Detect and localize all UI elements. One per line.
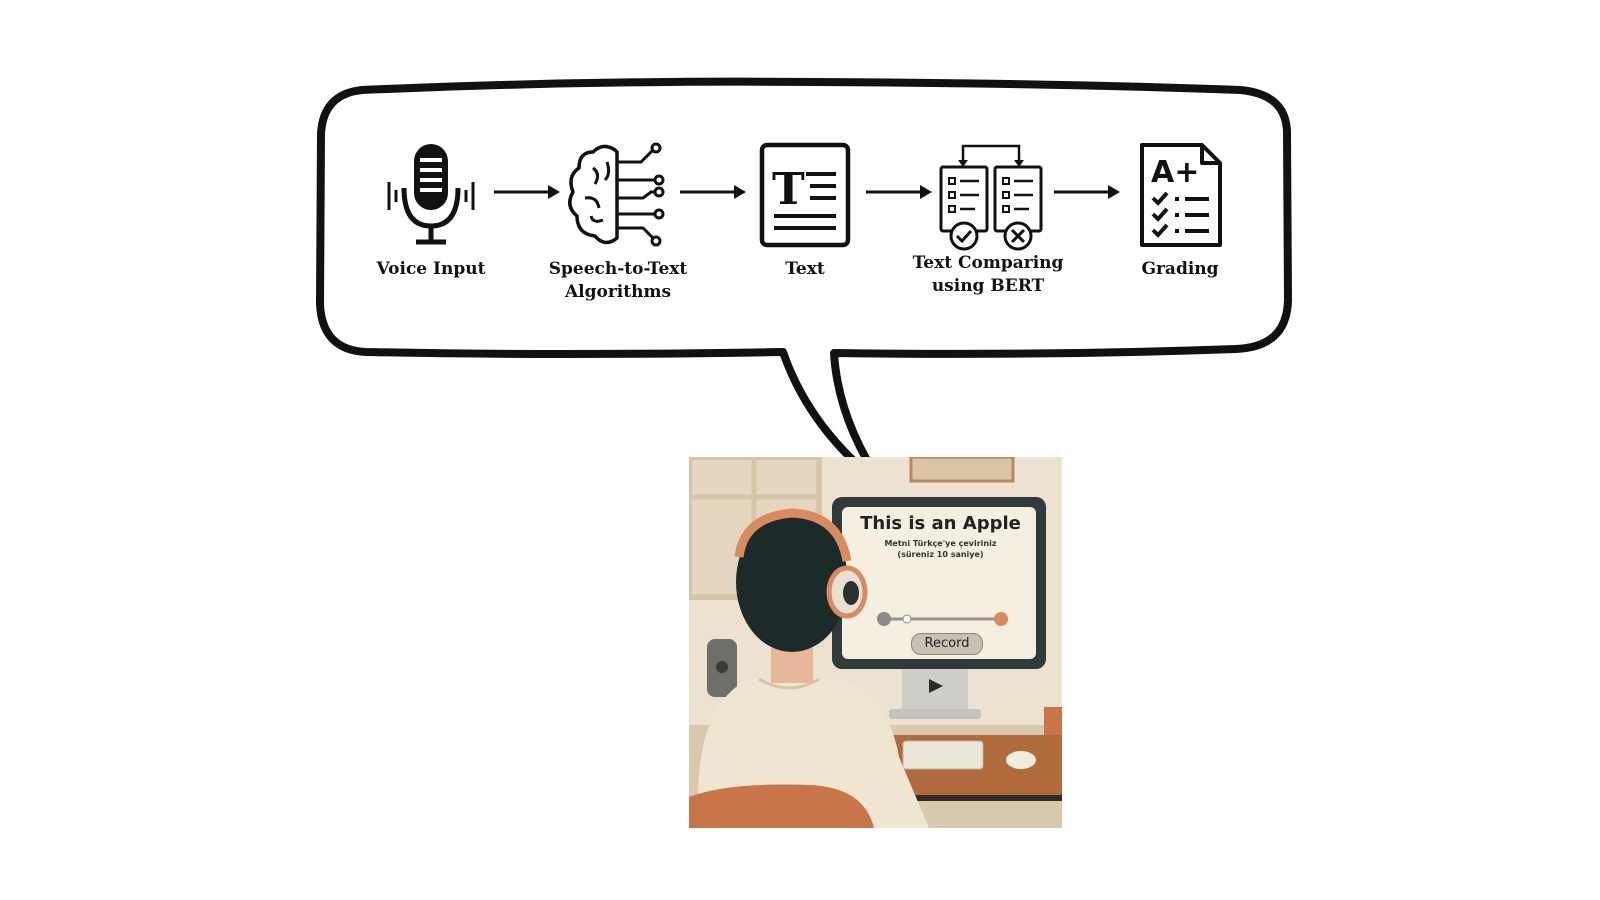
student-at-computer-illustration: This is an Apple Metni Türkçe'ye çevirin… bbox=[689, 457, 1062, 828]
step-label-line: using BERT bbox=[931, 276, 1045, 296]
step-speech-to-text: Speech-to-Text Algorithms bbox=[518, 140, 718, 304]
step-label-line: Speech-to-Text bbox=[548, 259, 688, 279]
compare-documents-icon bbox=[939, 144, 1043, 251]
microphone-icon bbox=[387, 144, 475, 245]
step-voice-input: Voice Input bbox=[331, 140, 531, 281]
screen-time-limit: (süreniz 10 saniye) bbox=[897, 550, 984, 559]
step-label: Text bbox=[785, 259, 825, 279]
record-button[interactable]: Record bbox=[911, 633, 983, 655]
step-label: Text Comparing using BERT bbox=[888, 252, 1088, 298]
step-label: Grading bbox=[1141, 259, 1219, 279]
brain-circuit-icon bbox=[568, 142, 665, 247]
step-text-comparing: Text Comparing using BERT bbox=[888, 140, 1088, 298]
right-arrow-icon bbox=[1054, 185, 1120, 199]
step-label-line: Text Comparing bbox=[912, 253, 1064, 273]
screen-instruction: Metni Türkçe'ye çeviriniz bbox=[884, 539, 997, 548]
svg-text:T: T bbox=[772, 164, 805, 215]
screen-title: This is an Apple bbox=[860, 513, 1021, 534]
grade-mark: A+ bbox=[1151, 155, 1199, 190]
scene-drawing bbox=[689, 457, 1062, 828]
step-label: Voice Input bbox=[376, 259, 486, 279]
right-arrow-icon bbox=[494, 185, 560, 199]
right-arrow-icon bbox=[866, 185, 932, 199]
graded-checklist-icon: A+ bbox=[1140, 143, 1222, 247]
step-text: T Text bbox=[705, 140, 905, 281]
step-label-line: Algorithms bbox=[564, 282, 672, 302]
text-document-icon: T bbox=[759, 142, 851, 248]
step-label: Speech-to-Text Algorithms bbox=[518, 258, 718, 304]
step-grading: A+ Grading bbox=[1080, 140, 1280, 281]
right-arrow-icon bbox=[680, 185, 746, 199]
